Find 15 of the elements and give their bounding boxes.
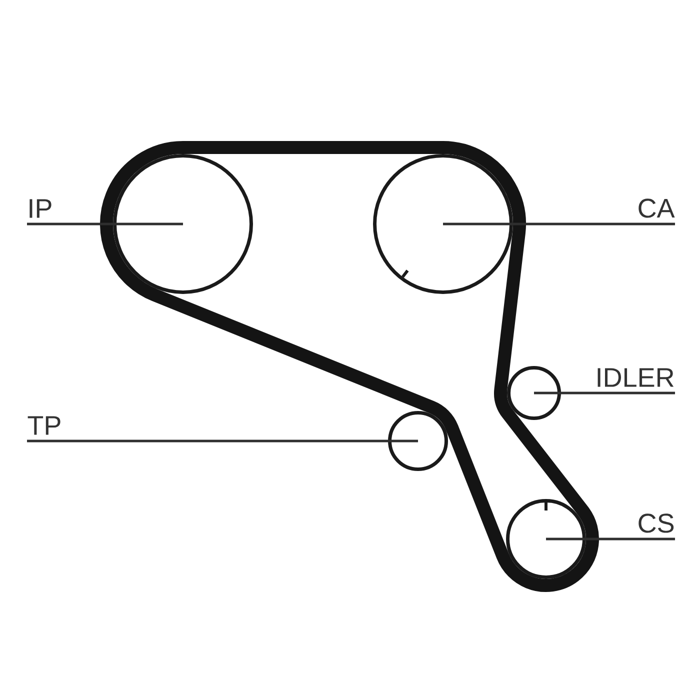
pulley	[506, 499, 586, 579]
leader-line	[443, 222, 676, 226]
part-label: CS	[638, 514, 674, 533]
part-label: CA	[638, 198, 675, 218]
leader-line	[546, 538, 676, 540]
part-label: TP	[28, 416, 60, 435]
pulley	[373, 154, 513, 294]
pulley	[113, 154, 253, 294]
leader-line	[27, 440, 418, 442]
leader-line	[27, 222, 183, 226]
part-label: IDLER	[598, 368, 674, 387]
part-label: IP	[30, 199, 52, 218]
pulley	[388, 411, 448, 471]
leader-line	[534, 392, 676, 394]
pulley	[507, 366, 561, 420]
